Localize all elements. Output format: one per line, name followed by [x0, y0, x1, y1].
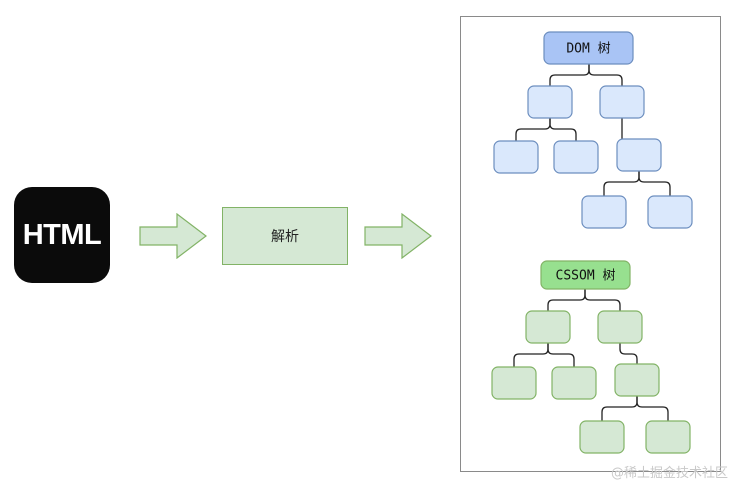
cssom-tree-node: [645, 420, 691, 454]
dom-root-label: DOM 树: [566, 42, 610, 57]
dom-tree-node: [493, 140, 539, 174]
cssom-tree-node: [597, 310, 643, 344]
dom-tree: DOM 树: [493, 31, 693, 229]
arrow-right-icon: [139, 213, 207, 259]
arrow-right-icon: [364, 213, 432, 259]
html-logo-text: HTML: [22, 218, 102, 251]
cssom-tree-node: [579, 420, 625, 454]
cssom-root-label: CSSOM 树: [556, 269, 616, 284]
dom-tree-node: [599, 85, 645, 119]
watermark: @稀土掘金技术社区: [610, 466, 728, 481]
cssom-tree-node: [491, 366, 537, 400]
dom-tree-node: [527, 85, 573, 119]
cssom-root-node: [540, 260, 631, 290]
dom-tree-node: [647, 195, 693, 229]
dom-tree-node: [616, 138, 662, 172]
parse-step-label: 解析: [271, 229, 299, 245]
cssom-tree: CSSOM 树: [491, 260, 691, 454]
dom-tree-node: [553, 140, 599, 174]
cssom-tree-node: [525, 310, 571, 344]
cssom-tree-node: [614, 363, 660, 397]
html-logo: HTML: [14, 187, 110, 283]
dom-root-node: [543, 31, 634, 65]
dom-tree-node: [581, 195, 627, 229]
cssom-tree-node: [551, 366, 597, 400]
parse-step-box: 解析: [222, 207, 348, 265]
